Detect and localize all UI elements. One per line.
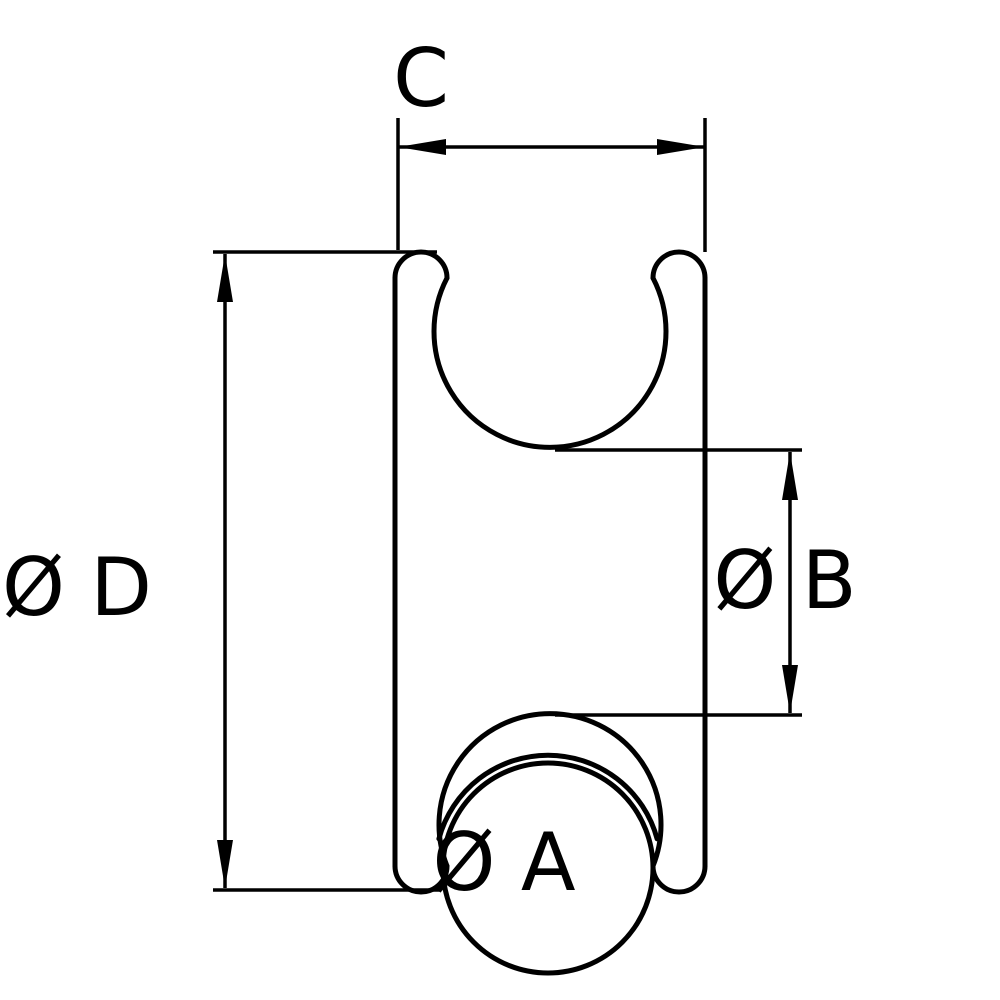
dim-a-label: Ø A	[432, 816, 575, 909]
body-bottom-right-cap	[650, 863, 708, 895]
body-top-left-cap	[392, 249, 450, 281]
dimension-d: Ø D	[2, 250, 440, 892]
dim-d-arrow-bottom	[217, 840, 233, 888]
dim-b-label: Ø B	[713, 534, 856, 627]
dim-d-label: Ø D	[2, 541, 152, 634]
dimension-c: C	[393, 32, 707, 252]
body-top-groove	[431, 275, 669, 450]
body-bottom-arch	[436, 711, 664, 869]
dim-b-arrow-top	[782, 452, 798, 500]
ring-body	[392, 249, 708, 976]
dimension-b: Ø B	[555, 448, 857, 717]
dim-b-arrow-bottom	[782, 665, 798, 713]
dim-d-arrow-top	[217, 254, 233, 302]
dim-c-arrow-left	[398, 139, 446, 155]
dim-c-label: C	[393, 32, 449, 125]
bore-chamfer-arc	[436, 752, 660, 842]
dimension-a: Ø A	[432, 816, 575, 909]
bore-circle	[440, 760, 656, 976]
dim-c-arrow-right	[657, 139, 705, 155]
body-top-right-cap	[650, 249, 708, 281]
